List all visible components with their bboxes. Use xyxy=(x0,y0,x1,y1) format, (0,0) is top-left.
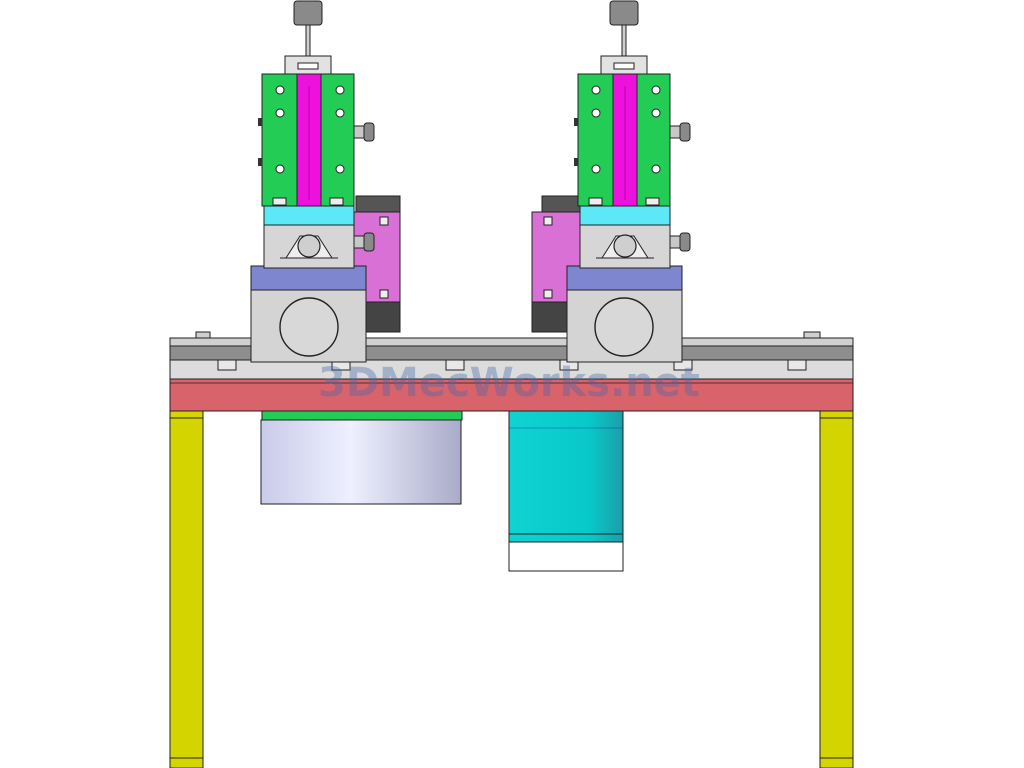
right-housing xyxy=(566,265,683,363)
teal-gearbox xyxy=(508,409,624,572)
left-leg xyxy=(169,409,204,768)
right-bearing-block xyxy=(579,223,691,269)
cylinder-motor xyxy=(260,409,463,505)
left-bearing-block xyxy=(263,223,375,269)
left-slide-stage xyxy=(258,73,375,207)
left-housing xyxy=(250,265,367,363)
right-slide-stage xyxy=(574,73,691,207)
left-top-adjuster xyxy=(284,0,332,75)
right-top-adjuster xyxy=(600,0,648,75)
frame-top-beam xyxy=(169,378,854,412)
right-assembly xyxy=(531,0,691,363)
right-cyan-block xyxy=(579,204,671,226)
right-leg xyxy=(819,409,854,768)
left-cyan-block xyxy=(263,204,355,226)
left-assembly xyxy=(250,0,401,363)
